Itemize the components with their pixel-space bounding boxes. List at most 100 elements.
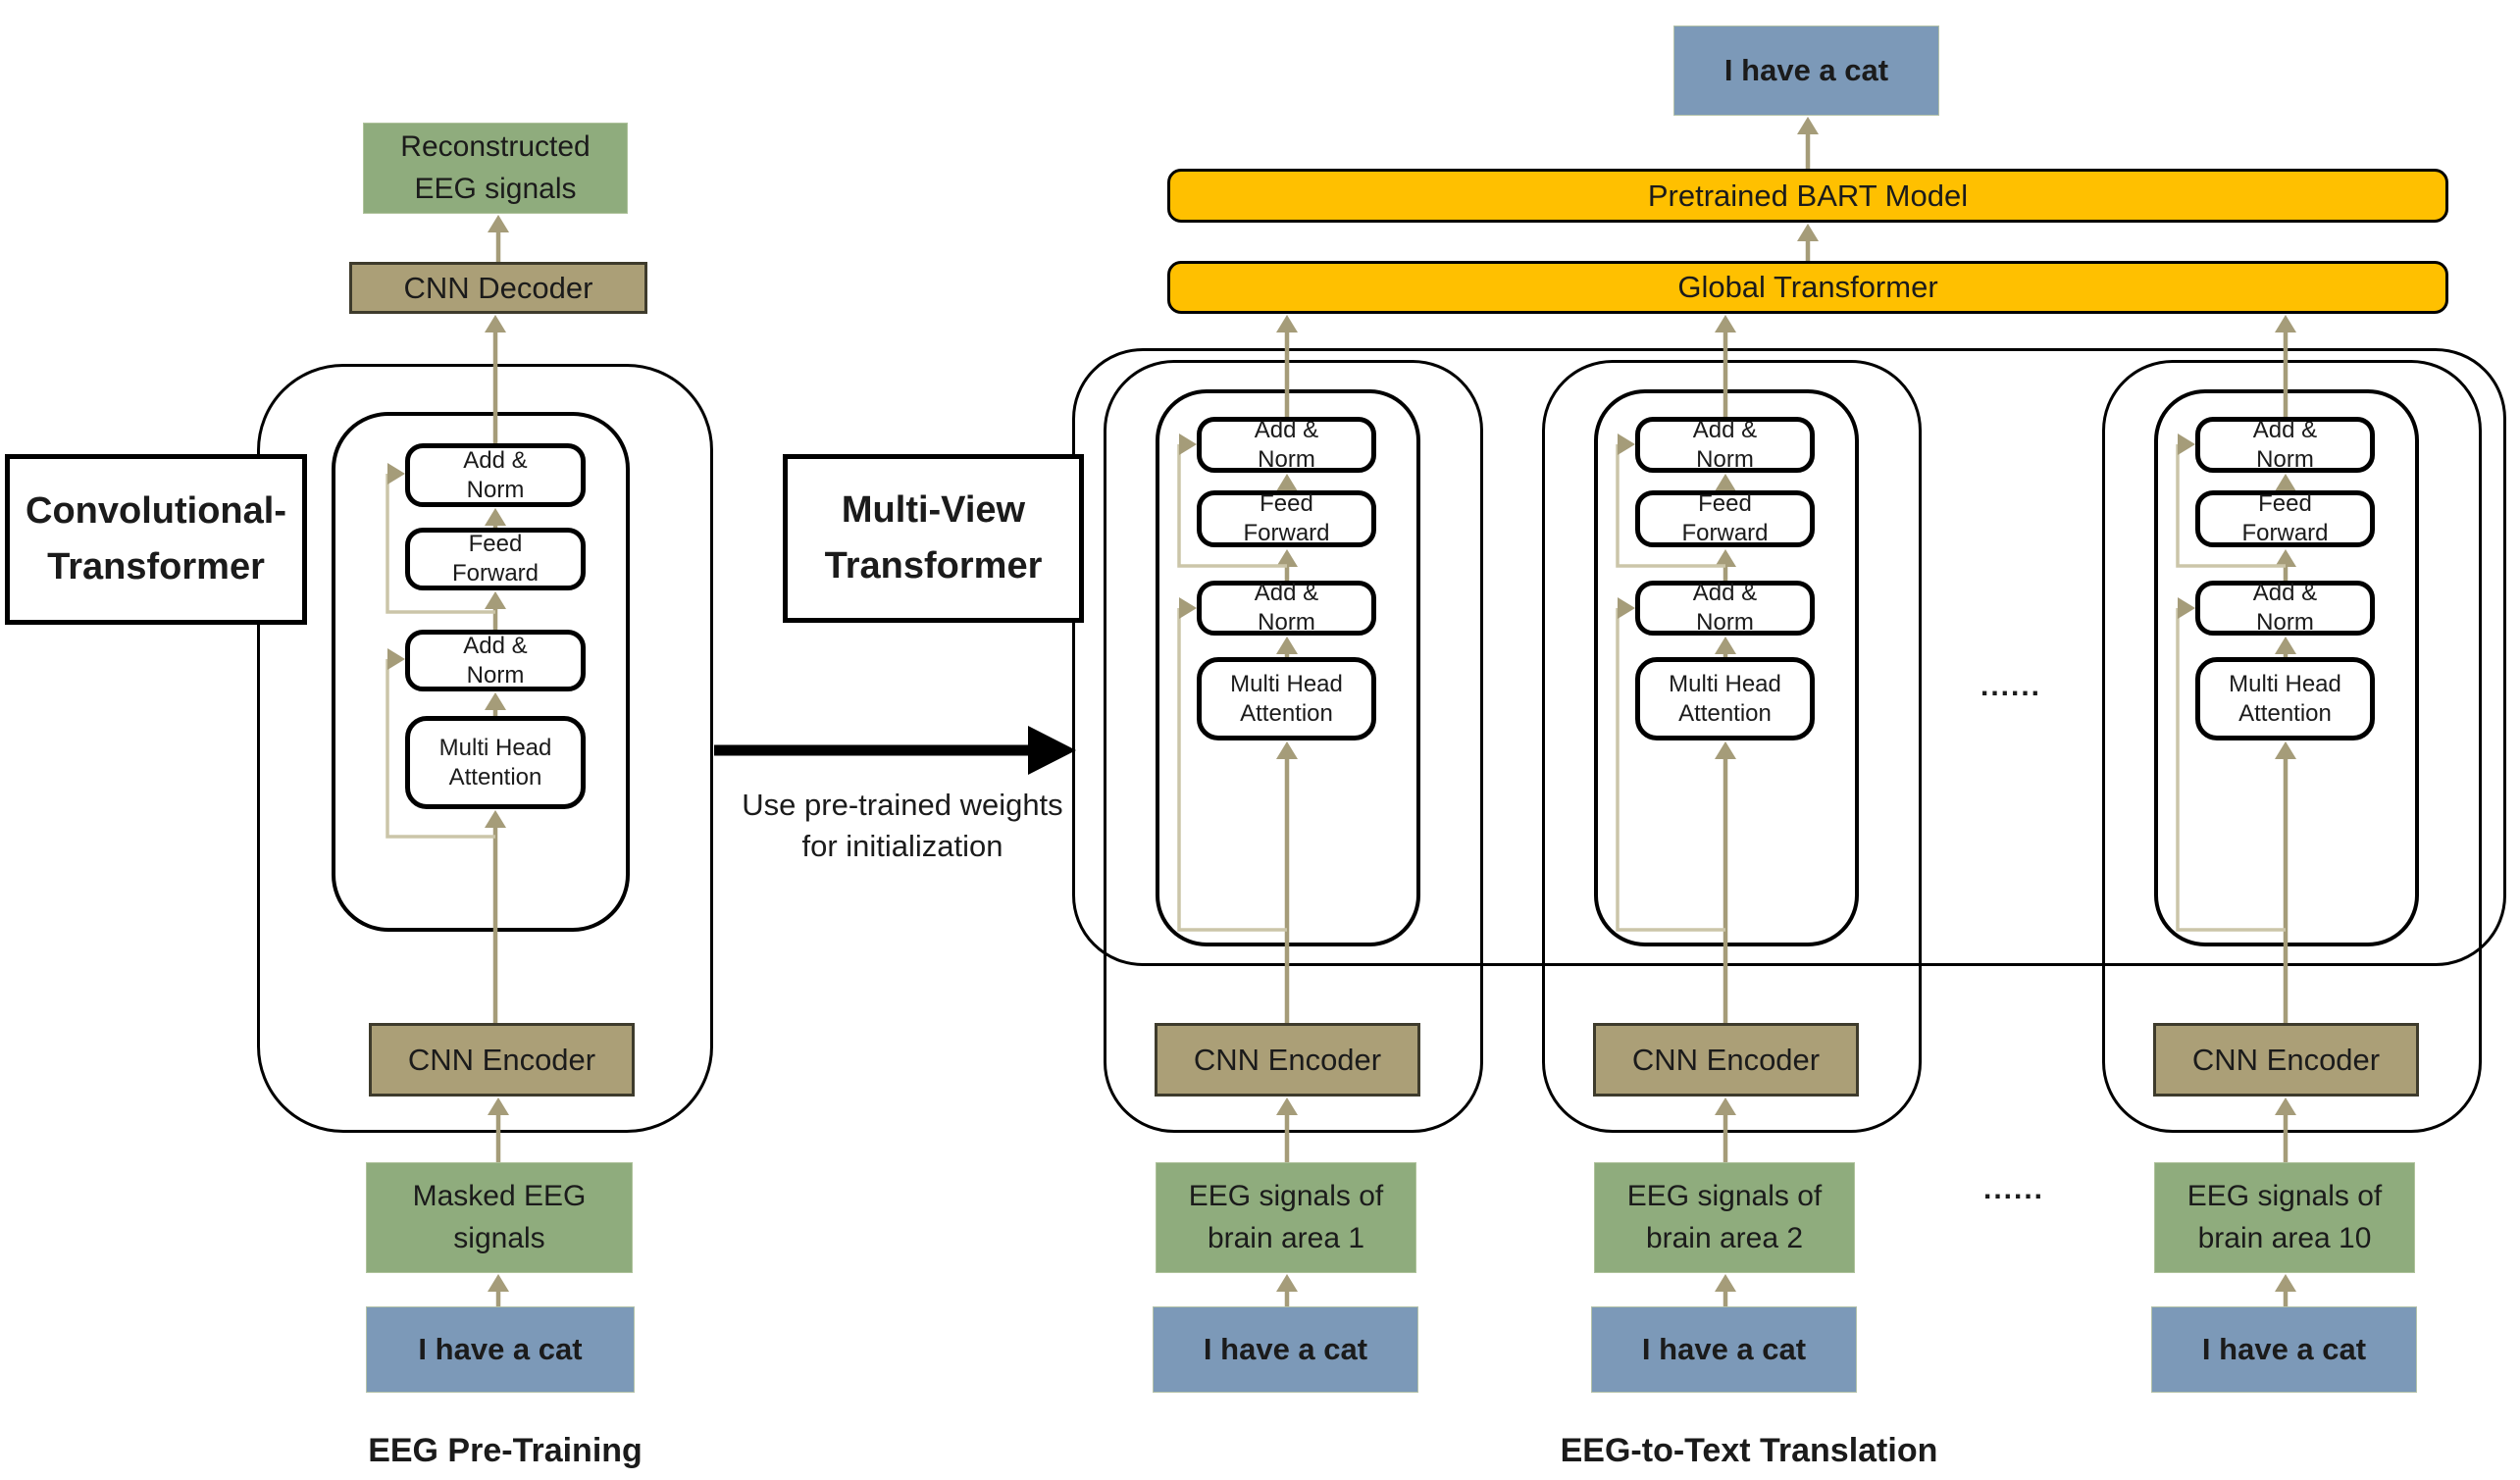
- left-outer-enclosure: [257, 364, 713, 1133]
- col1-add-norm-bottom-box: Add & Norm: [1197, 580, 1376, 636]
- global-transformer-bar: Global Transformer: [1167, 261, 2448, 314]
- add-norm-line2: Norm: [1258, 609, 1315, 636]
- reconstructed-line2: EEG signals: [414, 172, 577, 205]
- add-norm-line2: Norm: [466, 661, 525, 689]
- flow-arrowhead-up: [1276, 1274, 1298, 1292]
- col2-multi-head-attention-box: Multi Head Attention: [1635, 657, 1815, 740]
- col2-sentence-box: I have a cat: [1591, 1306, 1857, 1393]
- left-section-label: EEG Pre-Training: [368, 1432, 643, 1469]
- ellipsis-bottom: ......: [1982, 1173, 2044, 1205]
- add-norm-line1: Add &: [2252, 580, 2318, 606]
- feed-forward-line2: Forward: [1243, 520, 1330, 546]
- feed-forward-line1: Feed: [1260, 490, 1313, 517]
- col1-outer-enclosure: [1104, 360, 1483, 1133]
- multiview-enclosure: [1072, 348, 2506, 966]
- col1-feed-forward-box: Feed Forward: [1197, 490, 1376, 547]
- sentence-text: I have a cat: [418, 1332, 583, 1367]
- flow-arrowhead-up: [1797, 224, 1819, 241]
- add-norm-line1: Add &: [2252, 416, 2318, 443]
- col3-outer-enclosure: [2102, 360, 2482, 1133]
- left-add-norm-top-box: Add & Norm: [405, 443, 586, 507]
- masked-eeg-line1: Masked EEG: [412, 1179, 587, 1212]
- eeg-input-line2: brain area 1: [1207, 1221, 1365, 1254]
- add-norm-line1: Add &: [1692, 416, 1758, 443]
- attention-line1: Multi Head: [1230, 670, 1343, 697]
- flow-arrowhead-up: [488, 215, 509, 232]
- add-norm-line1: Add &: [463, 632, 528, 659]
- col3-cnn-encoder-box: CNN Encoder: [2153, 1023, 2419, 1097]
- col3-add-norm-top-box: Add & Norm: [2195, 417, 2375, 473]
- col1-cnn-encoder-box: CNN Encoder: [1155, 1023, 1420, 1097]
- feed-forward-line2: Forward: [1681, 520, 1769, 546]
- flow-arrowhead-up: [1276, 315, 1298, 332]
- eeg-input-line2: brain area 2: [1645, 1221, 1804, 1254]
- eeg-input-line1: EEG signals of: [1626, 1179, 1823, 1212]
- feed-forward-line2: Forward: [451, 560, 540, 587]
- add-norm-line1: Add &: [463, 446, 528, 474]
- col1-multi-head-attention-box: Multi Head Attention: [1197, 657, 1376, 740]
- col3-feed-forward-box: Feed Forward: [2195, 490, 2375, 547]
- flow-arrowhead-up: [1715, 1274, 1736, 1292]
- feed-forward-line1: Feed: [468, 531, 523, 557]
- reconstructed-line1: Reconstructed: [400, 129, 591, 163]
- add-norm-line1: Add &: [1254, 580, 1319, 606]
- feed-forward-line2: Forward: [2241, 520, 2329, 546]
- pretrained-bart-bar: Pretrained BART Model: [1167, 169, 2448, 223]
- bart-label: Pretrained BART Model: [1647, 178, 1969, 213]
- attention-line2: Attention: [448, 763, 542, 791]
- left-feed-forward-box: Feed Forward: [405, 528, 586, 590]
- cnn-encoder-label: CNN Encoder: [1631, 1042, 1821, 1077]
- left-multi-head-attention-box: Multi Head Attention: [405, 716, 586, 809]
- global-transformer-label: Global Transformer: [1677, 270, 1938, 305]
- col3-multi-head-attention-box: Multi Head Attention: [2195, 657, 2375, 740]
- col1-add-norm-top-box: Add & Norm: [1197, 417, 1376, 473]
- col2-eeg-input-box: EEG signals of brain area 2: [1594, 1162, 1855, 1273]
- attention-line1: Multi Head: [2229, 670, 2341, 697]
- flow-arrowhead-up: [485, 315, 506, 332]
- sentence-text: I have a cat: [1203, 1332, 1368, 1367]
- col2-cnn-encoder-box: CNN Encoder: [1593, 1023, 1859, 1097]
- sentence-text: I have a cat: [1723, 53, 1889, 88]
- reconstructed-eeg-output-box: Reconstructed EEG signals: [363, 123, 628, 214]
- add-norm-line2: Norm: [466, 476, 525, 503]
- left-sentence-box: I have a cat: [366, 1306, 635, 1393]
- weight-transfer-arrowhead: [1028, 726, 1076, 775]
- col1-sentence-box: I have a cat: [1153, 1306, 1418, 1393]
- flow-arrowhead-up: [488, 1274, 509, 1292]
- output-sentence-box: I have a cat: [1673, 26, 1939, 116]
- col3-eeg-input-box: EEG signals of brain area 10: [2154, 1162, 2415, 1273]
- flow-arrowhead-up: [1715, 315, 1736, 332]
- col3-sentence-box: I have a cat: [2151, 1306, 2417, 1393]
- col1-eeg-input-box: EEG signals of brain area 1: [1156, 1162, 1416, 1273]
- flow-arrowhead-up: [2275, 315, 2296, 332]
- attention-line2: Attention: [2238, 699, 2332, 727]
- label-line1: Multi-View: [841, 489, 1026, 531]
- attention-line1: Multi Head: [438, 734, 552, 761]
- label-line1: Convolutional-: [26, 490, 286, 532]
- attention-line1: Multi Head: [1669, 670, 1781, 697]
- col3-add-norm-bottom-box: Add & Norm: [2195, 580, 2375, 636]
- sentence-text: I have a cat: [1641, 1332, 1807, 1367]
- eeg-input-line1: EEG signals of: [1188, 1179, 1384, 1212]
- masked-eeg-input-box: Masked EEG signals: [366, 1162, 633, 1273]
- label-line2: Transformer: [47, 546, 265, 587]
- eeg-input-line2: brain area 10: [2197, 1221, 2372, 1254]
- convolutional-transformer-label-box: Convolutional- Transformer: [5, 454, 307, 625]
- cnn-encoder-label: CNN Encoder: [1193, 1042, 1382, 1077]
- sentence-text: I have a cat: [2201, 1332, 2367, 1367]
- col2-feed-forward-box: Feed Forward: [1635, 490, 1815, 547]
- cnn-decoder-label: CNN Decoder: [403, 270, 593, 305]
- add-norm-line2: Norm: [2256, 445, 2314, 473]
- eeg-input-line1: EEG signals of: [2186, 1179, 2383, 1212]
- add-norm-line1: Add &: [1254, 416, 1319, 443]
- feed-forward-line1: Feed: [1698, 490, 1752, 517]
- left-add-norm-bottom-box: Add & Norm: [405, 630, 586, 691]
- pretrained-weights-note: Use pre-trained weights for initializati…: [723, 785, 1082, 867]
- left-cnn-encoder-box: CNN Encoder: [369, 1023, 635, 1097]
- col2-outer-enclosure: [1542, 360, 1922, 1133]
- cnn-decoder-box: CNN Decoder: [349, 262, 647, 314]
- attention-line2: Attention: [1678, 699, 1772, 727]
- label-line2: Transformer: [824, 545, 1043, 587]
- add-norm-line2: Norm: [1696, 445, 1754, 473]
